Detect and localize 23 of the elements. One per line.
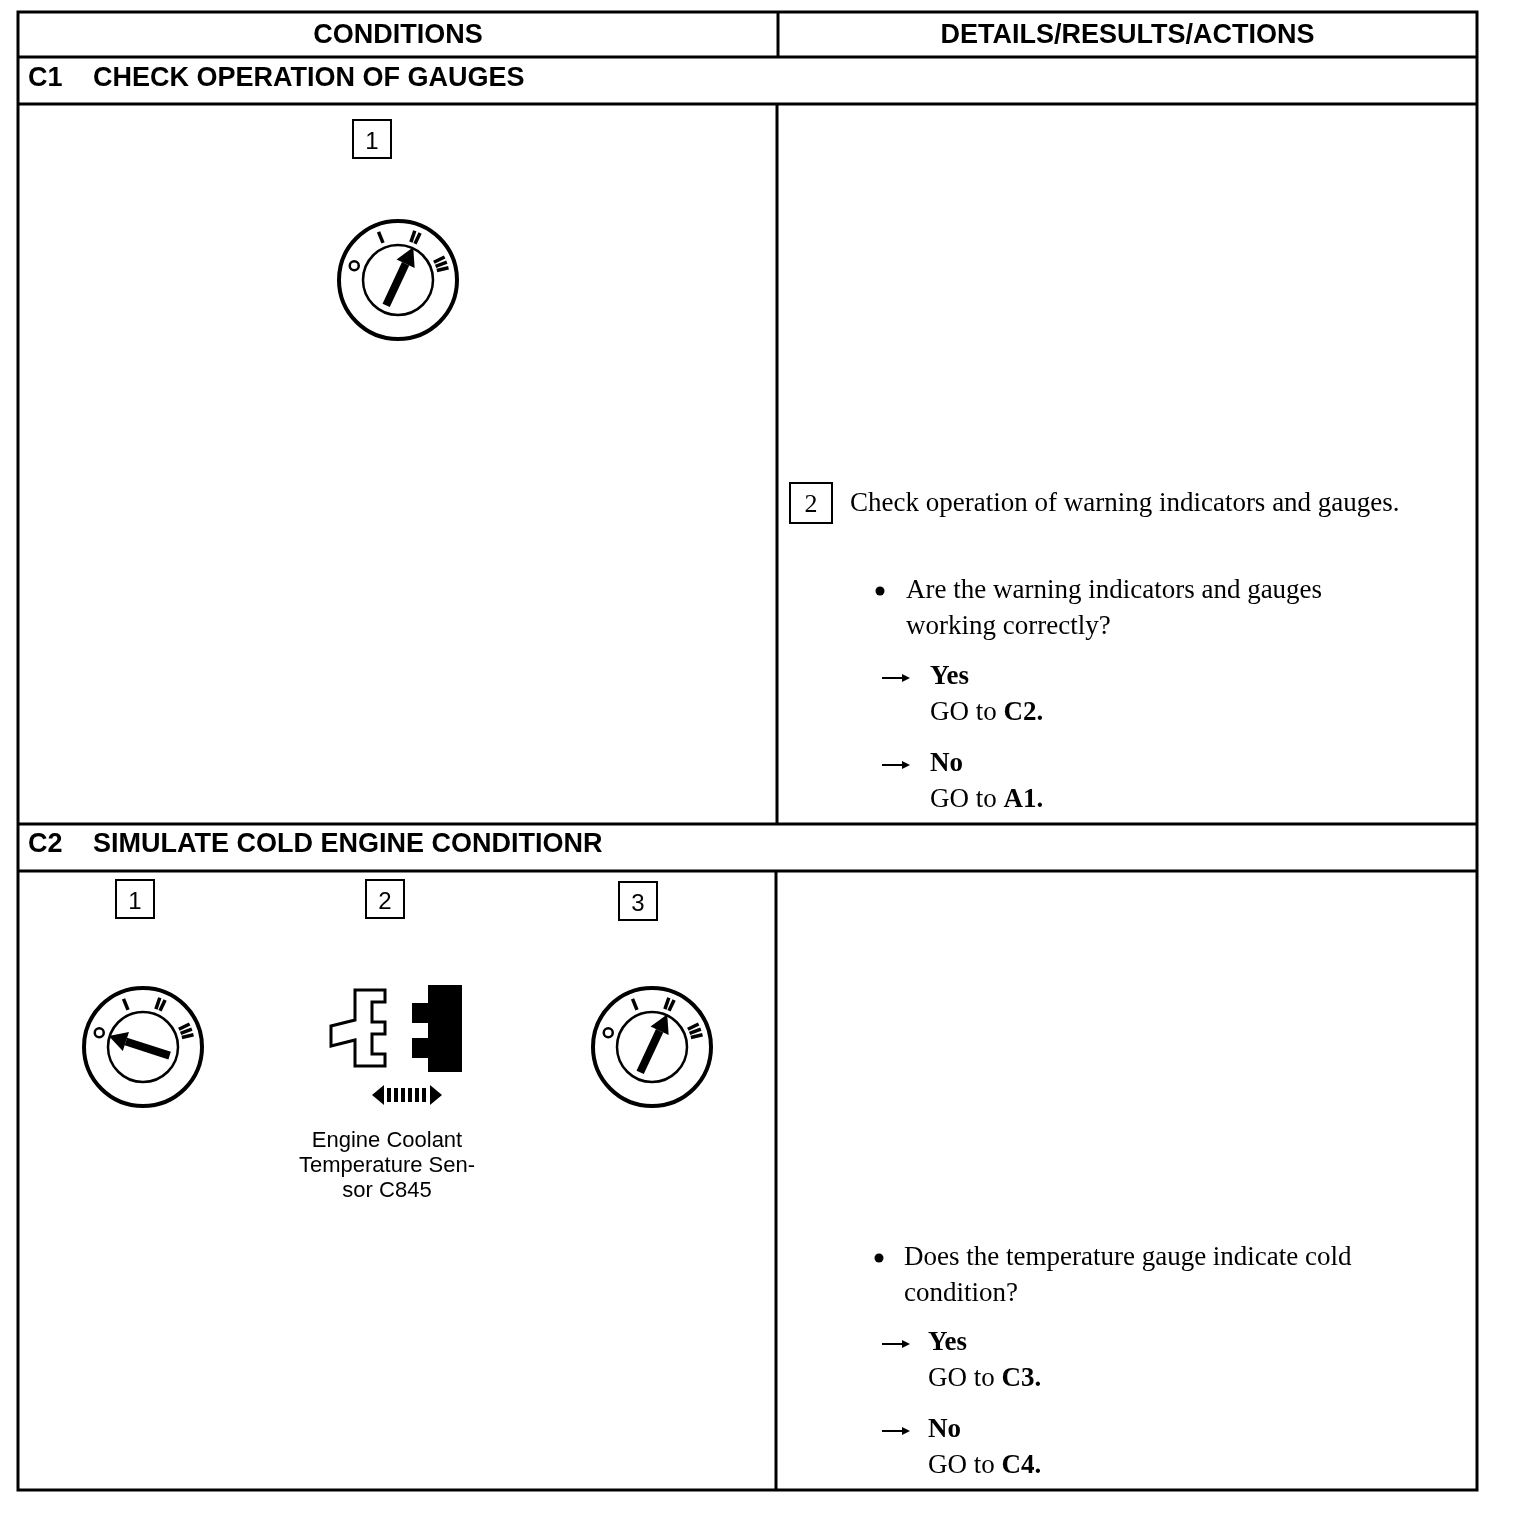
answer-text: Yes (930, 659, 969, 692)
callout-number: 1 (352, 119, 392, 159)
callout-number: 2 (365, 879, 405, 919)
question-text: Does the temperature gauge indicate cold condition? (904, 1240, 1353, 1309)
answer-text: No (930, 746, 963, 779)
step-title: SIMULATE COLD ENGINE CONDITIONR (93, 827, 603, 860)
callout-number: 3 (618, 881, 658, 921)
step-number: C1 (28, 61, 63, 94)
callout-number: 2 (789, 482, 833, 524)
action-text: GO to C3. (928, 1361, 1042, 1394)
answer-text: Yes (928, 1325, 967, 1358)
answer-text: No (928, 1412, 961, 1445)
step-title: CHECK OPERATION OF GAUGES (93, 61, 525, 94)
sensor-caption: Engine Coolant Temperature Sen- sor C845 (297, 1127, 477, 1202)
column-header: DETAILS/RESULTS/ACTIONS (939, 18, 1316, 51)
question-text: Are the warning indicators and gauges working correctly? (906, 573, 1324, 642)
action-text: GO to A1. (930, 782, 1044, 815)
step-number: C2 (28, 827, 63, 860)
column-header: CONDITIONS (312, 18, 484, 51)
action-text: GO to C4. (928, 1448, 1042, 1481)
callout-number: 1 (115, 879, 155, 919)
instruction-text: Check operation of warning indicators and gauges. (850, 486, 1401, 519)
action-text: GO to C2. (930, 695, 1044, 728)
